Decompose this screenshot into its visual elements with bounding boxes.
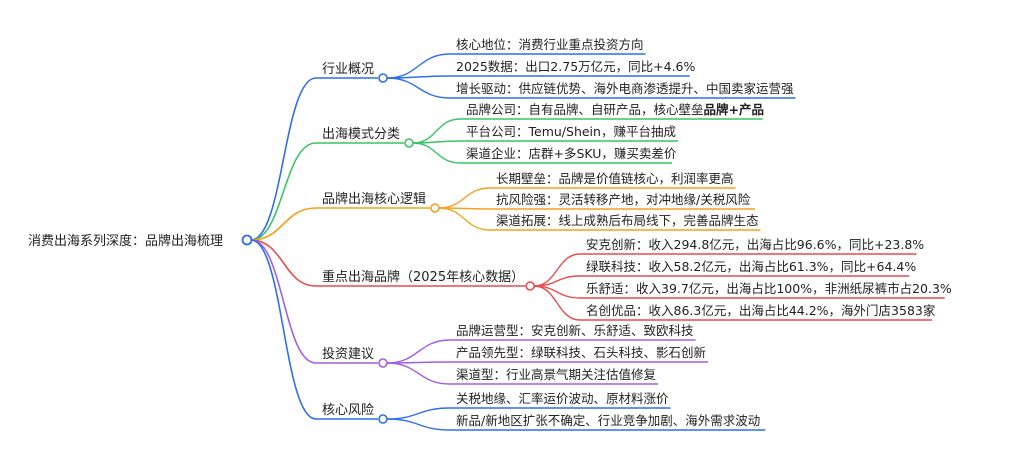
- link-root-industry-overview: [250, 77, 317, 241]
- leaf-text: 品牌公司：自有品牌、自研产品，核心壁垒: [466, 102, 704, 117]
- leaf-label-key-brands-2: 乐舒适：收入39.7亿元，出海占比100%，非洲纸尿裤市占20.3%: [586, 281, 952, 296]
- leaf-label-model-classification-2: 渠道企业：店群+多SKU，赚买卖差价: [466, 146, 677, 161]
- leaf-text: 平台公司：Temu/Shein，赚平台抽成: [466, 124, 676, 139]
- link-key-brands-leaf-3: [534, 285, 581, 321]
- leaf-label-key-brands-3: 名创优品：收入86.3亿元，出海占比44.2%，海外门店3583家: [586, 303, 936, 318]
- leaf-label-core-risks-1: 新品/新地区扩张不确定、行业竞争加剧、海外需求波动: [456, 413, 760, 428]
- branch-dot-core-logic[interactable]: [430, 203, 440, 213]
- link-model-classification-leaf-2: [412, 142, 461, 164]
- link-core-logic-leaf-0: [438, 187, 491, 209]
- leaf-text: 产品领先型：绿联科技、石头科技、影石创新: [456, 345, 706, 360]
- link-root-core-logic: [250, 207, 317, 241]
- leaf-label-industry-overview-2: 增长驱动：供应链优势、海外电商渗透提升、中国卖家运营强: [456, 81, 794, 96]
- link-industry-overview-leaf-2: [386, 77, 451, 99]
- leaf-label-model-classification-0: 品牌公司：自有品牌、自研产品，核心壁垒品牌+产品: [466, 102, 764, 117]
- leaf-text: 渠道企业：店群+多SKU，赚买卖差价: [466, 146, 677, 161]
- leaf-label-core-logic-0: 长期壁垒：品牌是价值链核心，利润率更高: [496, 171, 734, 186]
- leaf-text: 关税地缘、汇率运价波动、原材料涨价: [456, 391, 669, 406]
- leaf-text: 渠道型：行业高景气期关注估值修复: [456, 367, 657, 382]
- link-investment-advice-leaf-0: [386, 339, 451, 364]
- leaf-label-core-logic-1: 抗风险强：灵活转移产地，对冲地缘/关税风险: [496, 192, 751, 207]
- link-industry-overview-leaf-0: [386, 53, 451, 79]
- leaf-label-core-risks-0: 关税地缘、汇率运价波动、原材料涨价: [456, 391, 669, 406]
- leaf-text: 乐舒适：收入39.7亿元，出海占比100%，非洲纸尿裤市占20.3%: [586, 281, 952, 296]
- branch-label-core-logic: 品牌出海核心逻辑: [322, 191, 426, 207]
- leaf-text: 名创优品：收入86.3亿元，出海占比44.2%，海外门店3583家: [586, 303, 936, 318]
- leaf-bold-text: 品牌+产品: [704, 102, 764, 117]
- link-core-risks-leaf-0: [386, 407, 451, 420]
- branch-dot-core-risks[interactable]: [378, 414, 388, 424]
- leaf-text: 绿联科技：收入58.2亿元，出海占比61.3%，同比+64.4%: [586, 259, 916, 274]
- branch-dot-industry-overview[interactable]: [378, 73, 388, 83]
- leaf-label-key-brands-0: 安克创新：收入294.8亿元，出海占比96.6%，同比+23.8%: [586, 237, 924, 252]
- leaf-label-industry-overview-1: 2025数据：出口2.75万亿元，同比+4.6%: [456, 59, 695, 74]
- leaf-text: 长期壁垒：品牌是价值链核心，利润率更高: [496, 171, 734, 186]
- mindmap-links: [250, 53, 945, 431]
- branch-label-key-brands: 重点出海品牌（2025年核心数据）: [322, 269, 524, 285]
- leaf-text: 抗风险强：灵活转移产地，对冲地缘/关税风险: [496, 192, 751, 207]
- branch-label-industry-overview: 行业概况: [322, 62, 374, 77]
- leaf-text: 增长驱动：供应链优势、海外电商渗透提升、中国卖家运营强: [456, 81, 794, 96]
- link-root-investment-advice: [250, 239, 317, 364]
- branch-label-model-classification: 出海模式分类: [322, 127, 400, 142]
- leaf-text: 渠道拓展：线上成熟后布局线下，完善品牌生态: [496, 213, 759, 228]
- leaf-label-investment-advice-0: 品牌运营型：安克创新、乐舒适、致欧科技: [456, 323, 694, 338]
- leaf-text: 品牌运营型：安克创新、乐舒适、致欧科技: [456, 323, 694, 338]
- leaf-text: 安克创新：收入294.8亿元，出海占比96.6%，同比+23.8%: [586, 237, 924, 252]
- branch-dot-model-classification[interactable]: [404, 138, 414, 148]
- link-root-key-brands: [250, 239, 317, 287]
- branch-label-investment-advice: 投资建议: [322, 346, 374, 362]
- link-root-model-classification: [250, 142, 317, 241]
- link-investment-advice-leaf-2: [386, 362, 451, 385]
- branch-dot-investment-advice[interactable]: [378, 358, 388, 368]
- branch-dot-key-brands[interactable]: [525, 281, 535, 291]
- leaf-text: 核心地位：消费行业重点投资方向: [456, 37, 644, 52]
- link-core-risks-leaf-1: [386, 418, 451, 431]
- leaf-label-investment-advice-2: 渠道型：行业高景气期关注估值修复: [456, 367, 657, 382]
- root-node-dot[interactable]: [241, 234, 253, 246]
- root-label: 消费出海系列深度：品牌出海梳理: [28, 233, 223, 249]
- link-root-core-risks: [250, 239, 317, 420]
- branch-label-core-risks: 核心风险: [322, 403, 374, 418]
- leaf-label-industry-overview-0: 核心地位：消费行业重点投资方向: [456, 37, 644, 52]
- leaf-label-key-brands-1: 绿联科技：收入58.2亿元，出海占比61.3%，同比+64.4%: [586, 259, 916, 274]
- link-model-classification-leaf-0: [412, 118, 461, 144]
- leaf-text: 新品/新地区扩张不确定、行业竞争加剧、海外需求波动: [456, 413, 760, 428]
- leaf-label-core-logic-2: 渠道拓展：线上成熟后布局线下，完善品牌生态: [496, 213, 759, 228]
- leaf-text: 2025数据：出口2.75万亿元，同比+4.6%: [456, 59, 695, 74]
- mindmap-nodes: 消费出海系列深度：品牌出海梳理 行业概况 核心地位：消费行业重点投资方向 2025数据…: [28, 37, 952, 428]
- leaf-label-investment-advice-1: 产品领先型：绿联科技、石头科技、影石创新: [456, 345, 706, 360]
- leaf-label-model-classification-1: 平台公司：Temu/Shein，赚平台抽成: [466, 124, 676, 139]
- link-core-logic-leaf-2: [438, 207, 491, 231]
